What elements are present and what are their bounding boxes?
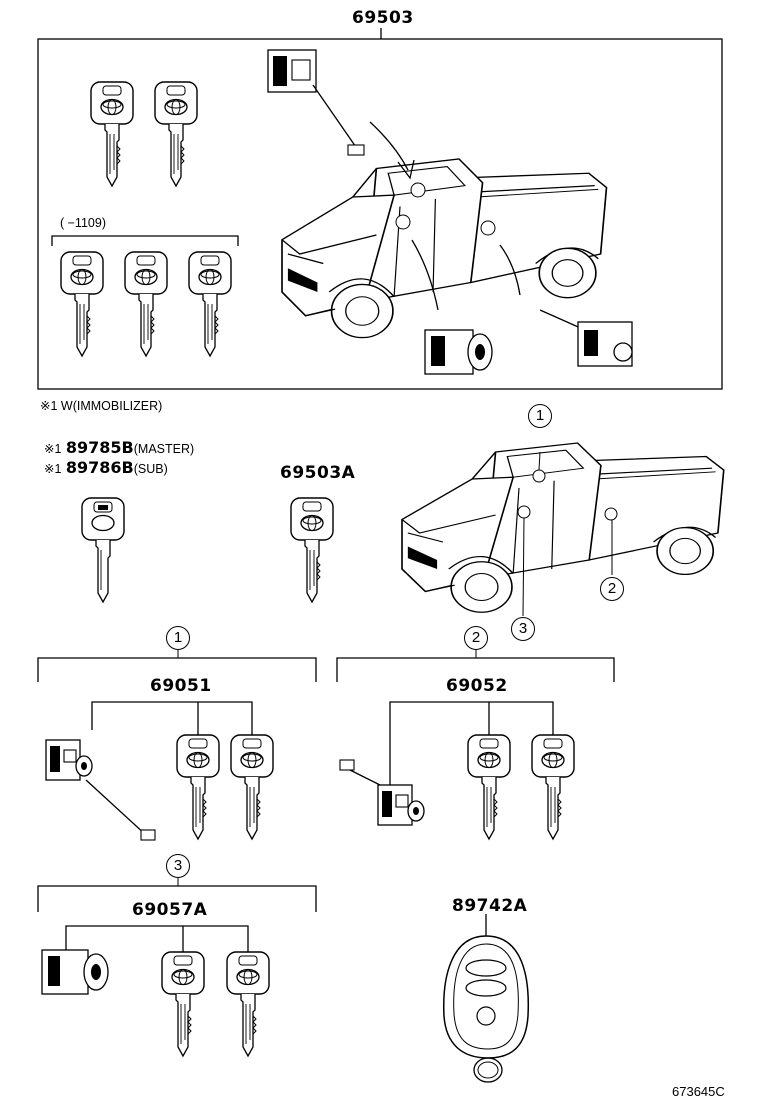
assembly-part-number: 69503 (352, 8, 414, 28)
diagram-code: 673645C (672, 1084, 725, 1099)
sub-key-tag: (SUB) (133, 462, 168, 476)
group2-part-number: 69052 (446, 676, 508, 696)
master-key-mark: ※1 (44, 442, 62, 456)
group1-part-number: 69051 (150, 676, 212, 696)
immobilizer-note: ※1 W(IMMOBILIZER) (40, 399, 163, 413)
callout-2: 2 (600, 577, 624, 601)
group2-callout: 2 (464, 626, 488, 650)
master-key-label: ※1 89785B(MASTER) (44, 438, 194, 458)
key-part-number: 69503A (280, 463, 356, 483)
group1-callout: 1 (166, 626, 190, 650)
sub-key-mark: ※1 (44, 462, 62, 476)
group3-part-number: 69057A (132, 900, 208, 920)
sub-key-part: 89786B (65, 458, 134, 477)
remote-part-number: 89742A (452, 896, 528, 916)
date-range-note: ( −1109) (60, 216, 106, 230)
callout-3: 3 (511, 617, 535, 641)
master-key-part: 89785B (65, 438, 134, 457)
sub-key-label: ※1 89786B(SUB) (44, 458, 168, 478)
callout-1: 1 (528, 404, 552, 428)
master-key-tag: (MASTER) (133, 442, 195, 456)
group3-callout: 3 (166, 854, 190, 878)
